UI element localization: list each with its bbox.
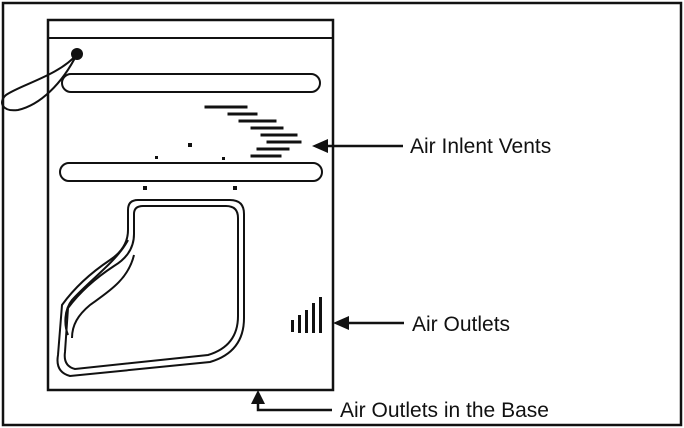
- arrow-air-inlet-vents: [312, 139, 403, 153]
- boot-shape: [56, 199, 245, 378]
- arrow-air-outlets: [333, 316, 404, 330]
- arrow-air-outlets-base: [256, 400, 332, 412]
- inlet-vent-dashes: [204, 105, 302, 158]
- hanging-string: [1, 53, 78, 112]
- label-air-outlets: Air Outlets: [412, 313, 510, 336]
- upper-slot: [61, 73, 321, 93]
- inlet-vent-dots: [143, 143, 237, 190]
- bag-outline: [46, 18, 335, 392]
- label-air-inlet-vents: Air Inlent Vents: [410, 135, 551, 158]
- arrow-head-base: [251, 390, 265, 404]
- air-outlet-bars: [291, 297, 322, 333]
- label-air-outlets-base: Air Outlets in the Base: [340, 399, 549, 422]
- lower-slot: [59, 162, 323, 182]
